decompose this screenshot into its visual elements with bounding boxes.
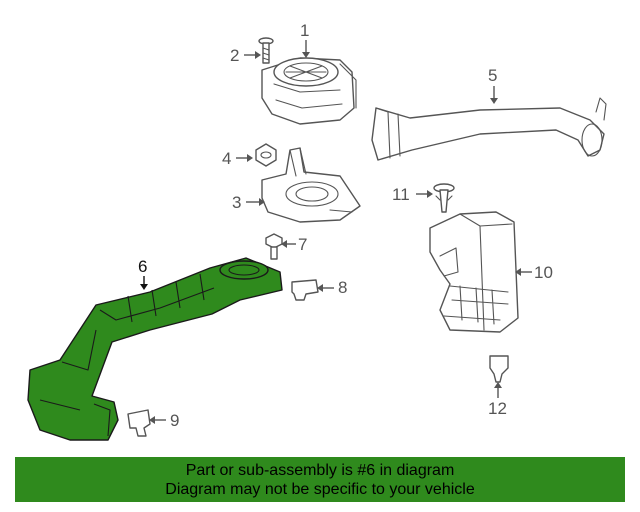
part-6-duct-assembly[interactable] (27, 257, 283, 441)
arrow-7 (281, 240, 287, 248)
arrow-9 (149, 416, 155, 424)
callout-8: 8 (338, 278, 347, 297)
part-9-clip[interactable] (127, 409, 151, 437)
callout-10: 10 (534, 263, 553, 282)
arrow-11 (427, 190, 433, 198)
part-3-bracket[interactable] (261, 147, 361, 223)
callout-12: 12 (488, 399, 507, 418)
part-11-push-pin[interactable] (433, 183, 455, 213)
part-2-screw[interactable] (258, 37, 274, 64)
arrow-1 (302, 52, 310, 58)
callout-3: 3 (232, 193, 241, 212)
callout-7: 7 (298, 235, 307, 254)
arrow-6 (140, 284, 148, 290)
parts-diagram: 1 2 3 4 5 (27, 21, 607, 441)
arrow-2 (255, 51, 261, 59)
part-10-vertical-duct[interactable] (429, 211, 519, 333)
arrow-12 (494, 382, 502, 388)
arrow-3 (259, 198, 265, 206)
callout-1: 1 (300, 21, 309, 40)
callout-2: 2 (230, 46, 239, 65)
callout-9: 9 (170, 411, 179, 430)
part-12-clip[interactable] (489, 355, 509, 383)
part-5-duct[interactable] (371, 97, 607, 161)
callout-6: 6 (138, 257, 147, 276)
callout-11: 11 (392, 185, 410, 204)
part-4-nut[interactable] (255, 143, 277, 167)
callout-4: 4 (222, 149, 231, 168)
arrow-8 (317, 284, 323, 292)
info-banner: Part or sub-assembly is #6 in diagram Di… (15, 457, 625, 502)
arrow-4 (247, 154, 253, 162)
banner-line-2: Diagram may not be specific to your vehi… (165, 481, 475, 498)
arrow-5 (490, 98, 498, 104)
callout-5: 5 (488, 66, 497, 85)
banner-line-1: Part or sub-assembly is #6 in diagram (185, 462, 455, 479)
arrow-10 (515, 268, 521, 276)
part-7-bolt[interactable] (265, 233, 283, 260)
part-1-blower-housing[interactable] (261, 57, 357, 125)
part-8-clip[interactable] (291, 279, 319, 301)
